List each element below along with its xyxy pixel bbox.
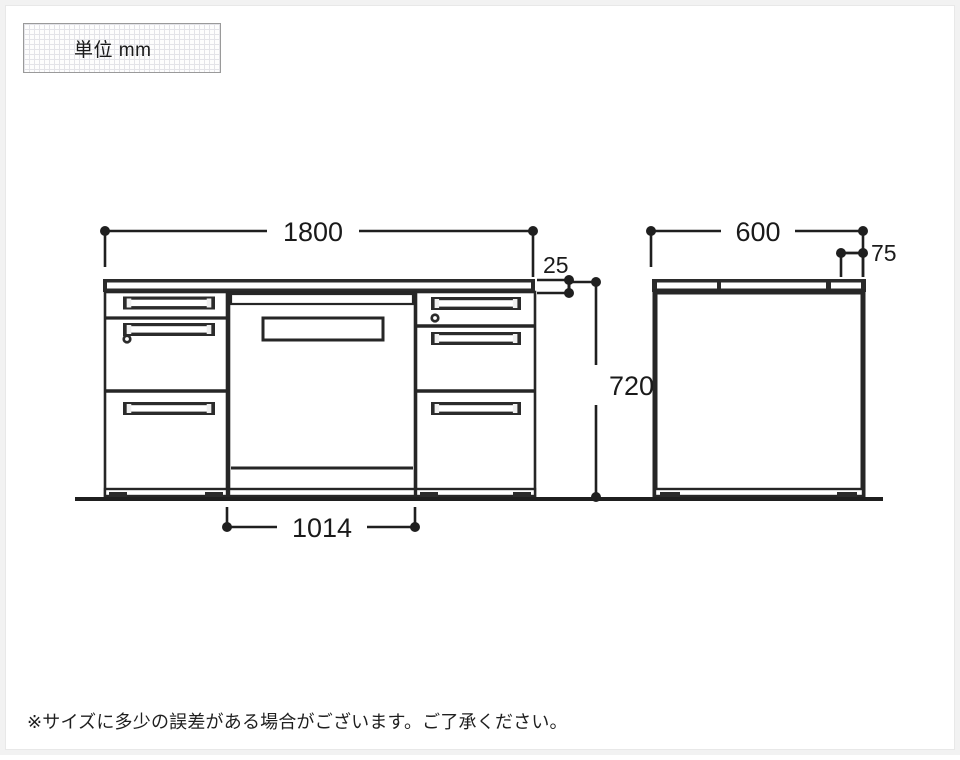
left-drawer-2-handle [123,323,215,336]
dimension-knee-space-width: 1014 [222,507,420,543]
right-pedestal [414,290,537,499]
left-pedestal-foot-right [205,492,223,499]
dimension-top-frame-depth: 75 [836,240,897,277]
side-view-foot-left [660,492,680,500]
left-pedestal-foot-left [109,492,127,499]
dimension-overall-depth: 600 [646,217,868,277]
right-pedestal-foot-right [513,492,531,499]
center-section [227,290,417,498]
right-pedestal-foot-left [420,492,438,499]
technical-drawing: 1800 25 720 [5,5,960,760]
unit-badge: 単位 mm [23,23,221,73]
center-drawer [261,316,385,342]
disclaimer-note: ※サイズに多少の誤差がある場合がございます。ご了承ください。 [27,712,568,732]
left-pedestal [103,290,229,499]
right-drawer-2-handle [431,332,521,345]
left-drawer-1-handle [123,296,215,310]
dimension-overall-height: 720 [569,277,654,502]
dimension-label-top-frame-depth: 75 [871,240,897,266]
dimension-desktop-thickness: 25 [537,252,574,298]
front-view [103,279,537,499]
dimension-label-desktop-thickness: 25 [543,252,569,278]
right-drawer-3-handle [431,402,521,415]
side-view-foot-right [837,492,857,500]
dimension-label-overall-depth: 600 [735,217,780,247]
dimension-label-overall-width: 1800 [283,217,343,247]
dimension-label-knee-space-width: 1014 [292,513,352,543]
dimension-overall-width: 1800 [100,217,538,277]
side-view [652,279,866,500]
right-drawer-1-handle [431,297,521,310]
dimension-label-overall-height: 720 [609,371,654,401]
unit-badge-label: 単位 mm [74,39,152,61]
front-desktop-slab [103,279,535,292]
left-drawer-3-handle [123,402,215,415]
